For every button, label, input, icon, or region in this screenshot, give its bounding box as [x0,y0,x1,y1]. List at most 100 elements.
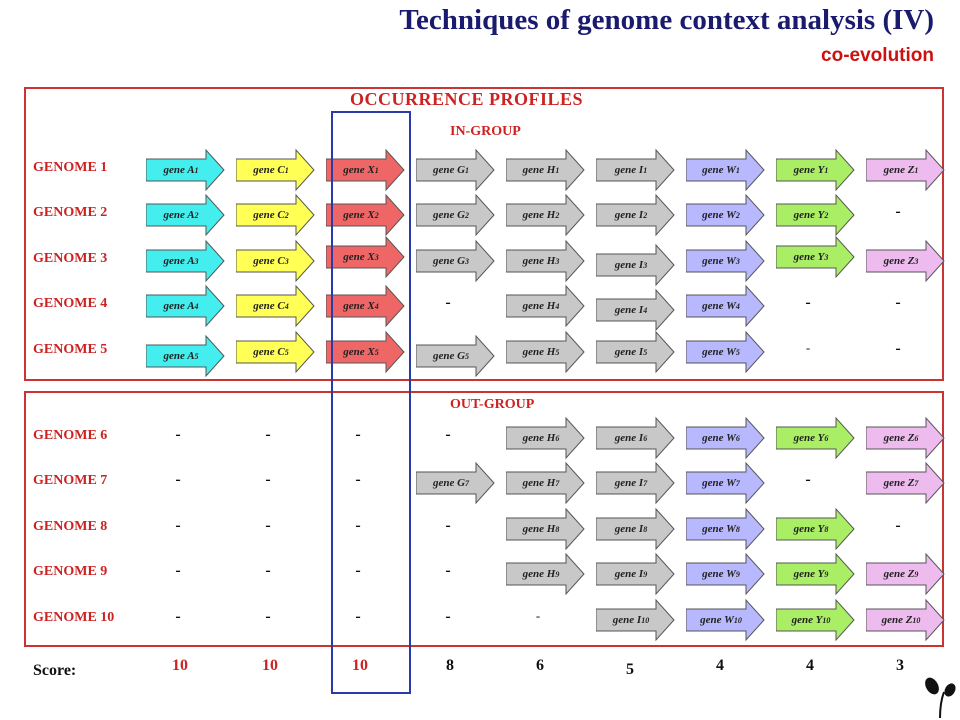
gene-arrow-shape [506,284,585,328]
gene-name: gene Y [793,209,825,221]
gene-arrow-shape [236,284,315,328]
absent-gene-dash: - [175,608,181,625]
genome-label: GENOME 10 [33,610,115,625]
gene-arrow-shape [146,193,225,237]
gene-arrow-shape [776,193,855,237]
gene-subscript: 3 [374,252,379,262]
gene-name: gene H [522,432,556,444]
gene-subscript: 5 [374,347,379,357]
gene-name: gene X [343,251,375,263]
gene-arrow-shape [146,148,225,192]
gene-arrow-shape [506,507,585,551]
gene-name: gene I [614,259,644,271]
absent-gene-dash: - [805,294,811,311]
gene-subscript: 8 [555,524,560,534]
gene-subscript: 5 [643,347,648,357]
absent-gene-dash: - [805,340,811,355]
gene-arrow-shape [146,334,225,378]
absent-gene-dash: - [805,471,811,488]
gene-arrow-shape [866,461,945,505]
genome-label: GENOME 9 [33,564,108,579]
gene-arrow-shape [866,416,945,460]
gene-subscript: 3 [824,252,829,262]
gene-subscript: 2 [555,210,560,220]
gene-arrow-shape [596,507,675,551]
gene-name: gene G [432,477,466,489]
gene-subscript: 3 [555,256,560,266]
ingroup-panel [24,87,944,381]
gene-arrow-shape [866,148,945,192]
gene-name: gene G [432,209,466,221]
gene-subscript: 3 [284,256,289,266]
gene-name: gene W [702,477,736,489]
gene-subscript: 1 [914,165,919,175]
gene-subscript: 6 [643,433,648,443]
gene-subscript: 7 [914,478,919,488]
absent-gene-dash: - [265,608,271,625]
gene-subscript: 2 [735,210,740,220]
gene-arrow-shape [416,148,495,192]
gene-subscript: 4 [643,305,648,315]
gene-arrow-shape [776,148,855,192]
gene-arrow-shape [236,239,315,283]
gene-arrow-shape [686,239,765,283]
gene-arrow-shape [506,148,585,192]
score-value: 10 [262,657,278,674]
gene-subscript: 9 [824,569,829,579]
gene-arrow-shape [416,334,495,378]
gene-name: gene W [702,523,736,535]
sprout-logo-icon [925,677,956,718]
gene-name: gene I [612,614,642,626]
absent-gene-dash: - [445,294,451,311]
gene-subscript: 2 [824,210,829,220]
gene-arrow-shape [326,330,405,374]
score-value: 10 [352,657,368,674]
gene-name: gene G [432,164,466,176]
outgroup-panel [24,391,944,647]
gene-arrow-shape [506,330,585,374]
gene-name: gene C [253,209,285,221]
absent-gene-dash: - [895,340,901,357]
gene-arrow-shape [776,507,855,551]
gene-subscript: 8 [735,524,740,534]
absent-gene-dash: - [175,517,181,534]
gene-subscript: 9 [555,569,560,579]
gene-subscript: 1 [284,165,289,175]
gene-subscript: 5 [284,347,289,357]
gene-name: gene Y [791,614,823,626]
absent-gene-dash: - [895,203,901,220]
gene-name: gene H [522,164,556,176]
gene-subscript: 4 [194,301,199,311]
gene-arrow-shape [506,193,585,237]
absent-gene-dash: - [355,562,361,579]
